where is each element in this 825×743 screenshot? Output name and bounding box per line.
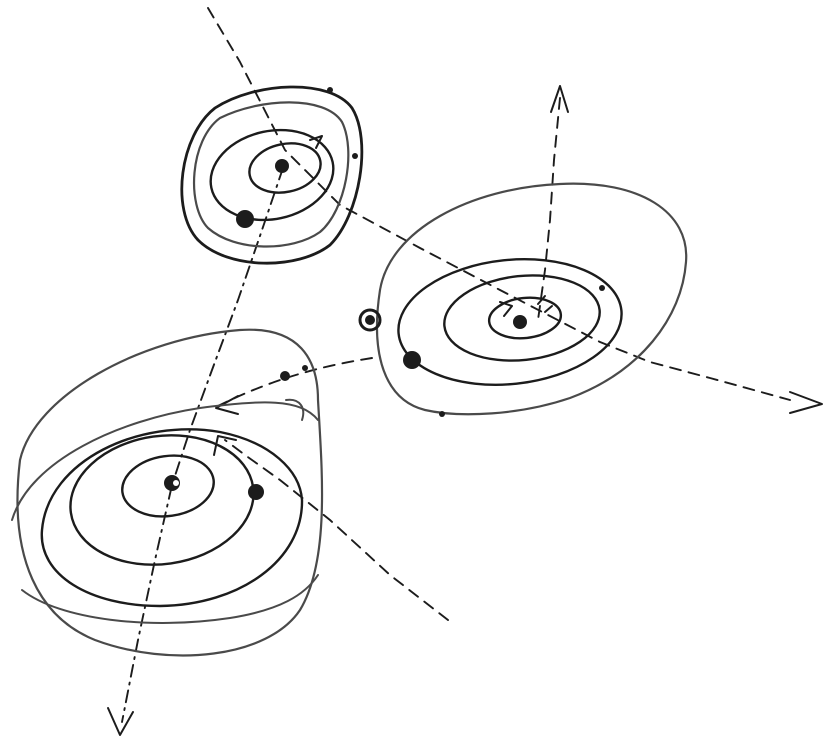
axis-lower-arrowhead: [213, 435, 237, 456]
galaxy-upper-left-core: [275, 159, 289, 173]
galaxy-right-orbit-3: [397, 258, 623, 386]
galaxy-upper-left-inner-rim: [192, 101, 350, 248]
galaxy-lower-left-core: [164, 475, 180, 491]
galaxy-lower-left-body: [248, 484, 264, 500]
galaxy-right-outline: [375, 182, 688, 416]
galaxy-lower-left-marker-a: [280, 371, 290, 381]
galaxy-upper-left: [180, 85, 364, 265]
galaxy-right-orbit-2: [443, 274, 601, 362]
axis-right-arrowhead: [789, 391, 823, 414]
axis-lower-diagonal: [224, 439, 449, 621]
galaxy-upper-left-orbit-1: [248, 142, 322, 194]
axis-top-diagonal: [207, 7, 791, 401]
galaxy-right-hollow-center: [365, 315, 375, 325]
galaxy-right-spin-arrow: [499, 301, 513, 317]
galaxy-right-core-arrow: [537, 295, 553, 313]
galaxy-right-orbit-1: [487, 296, 563, 340]
axis-down-arrowhead: [107, 707, 134, 736]
galaxy-right: [358, 182, 688, 417]
galaxy-upper-left-marker-a: [352, 153, 358, 159]
galaxy-lower-left-orbit-1: [121, 454, 215, 518]
galaxy-upper-left-outline: [180, 85, 364, 265]
galaxy-lower-left-core-highlight: [173, 480, 179, 486]
galaxy-right-marker-b: [439, 411, 445, 417]
axis-curve-arrowhead: [215, 395, 239, 415]
galaxy-lower-left-orbit-2: [69, 434, 255, 566]
galaxy-upper-left-orbit-2: [209, 128, 335, 222]
galaxy-upper-left-spin-arrow: [309, 135, 323, 149]
galaxy-right-body: [403, 351, 421, 369]
galaxy-right-marker-a: [599, 285, 605, 291]
galaxy-lower-left-orbit-3: [40, 428, 304, 608]
galaxy-lower-left-hook: [285, 398, 305, 421]
galaxy-right-core: [513, 315, 527, 329]
galaxy-upper-left-body: [236, 210, 254, 228]
axis-lines: [107, 7, 823, 736]
galaxy-lower-left-disk-base: [21, 574, 319, 624]
galaxy-right-hollow-body: [358, 308, 382, 332]
galaxy-lower-left-marker-b: [302, 365, 308, 371]
galaxy-lower-left-disk-rim: [11, 401, 319, 521]
galaxy-upper-left-marker-b: [327, 87, 333, 93]
galaxy-lower-left: [11, 328, 324, 657]
galaxy-lower-left-outline: [16, 328, 324, 657]
axis-vertical-right: [537, 97, 561, 321]
axis-curve-link: [217, 357, 373, 407]
axis-up-arrowhead: [550, 85, 569, 113]
